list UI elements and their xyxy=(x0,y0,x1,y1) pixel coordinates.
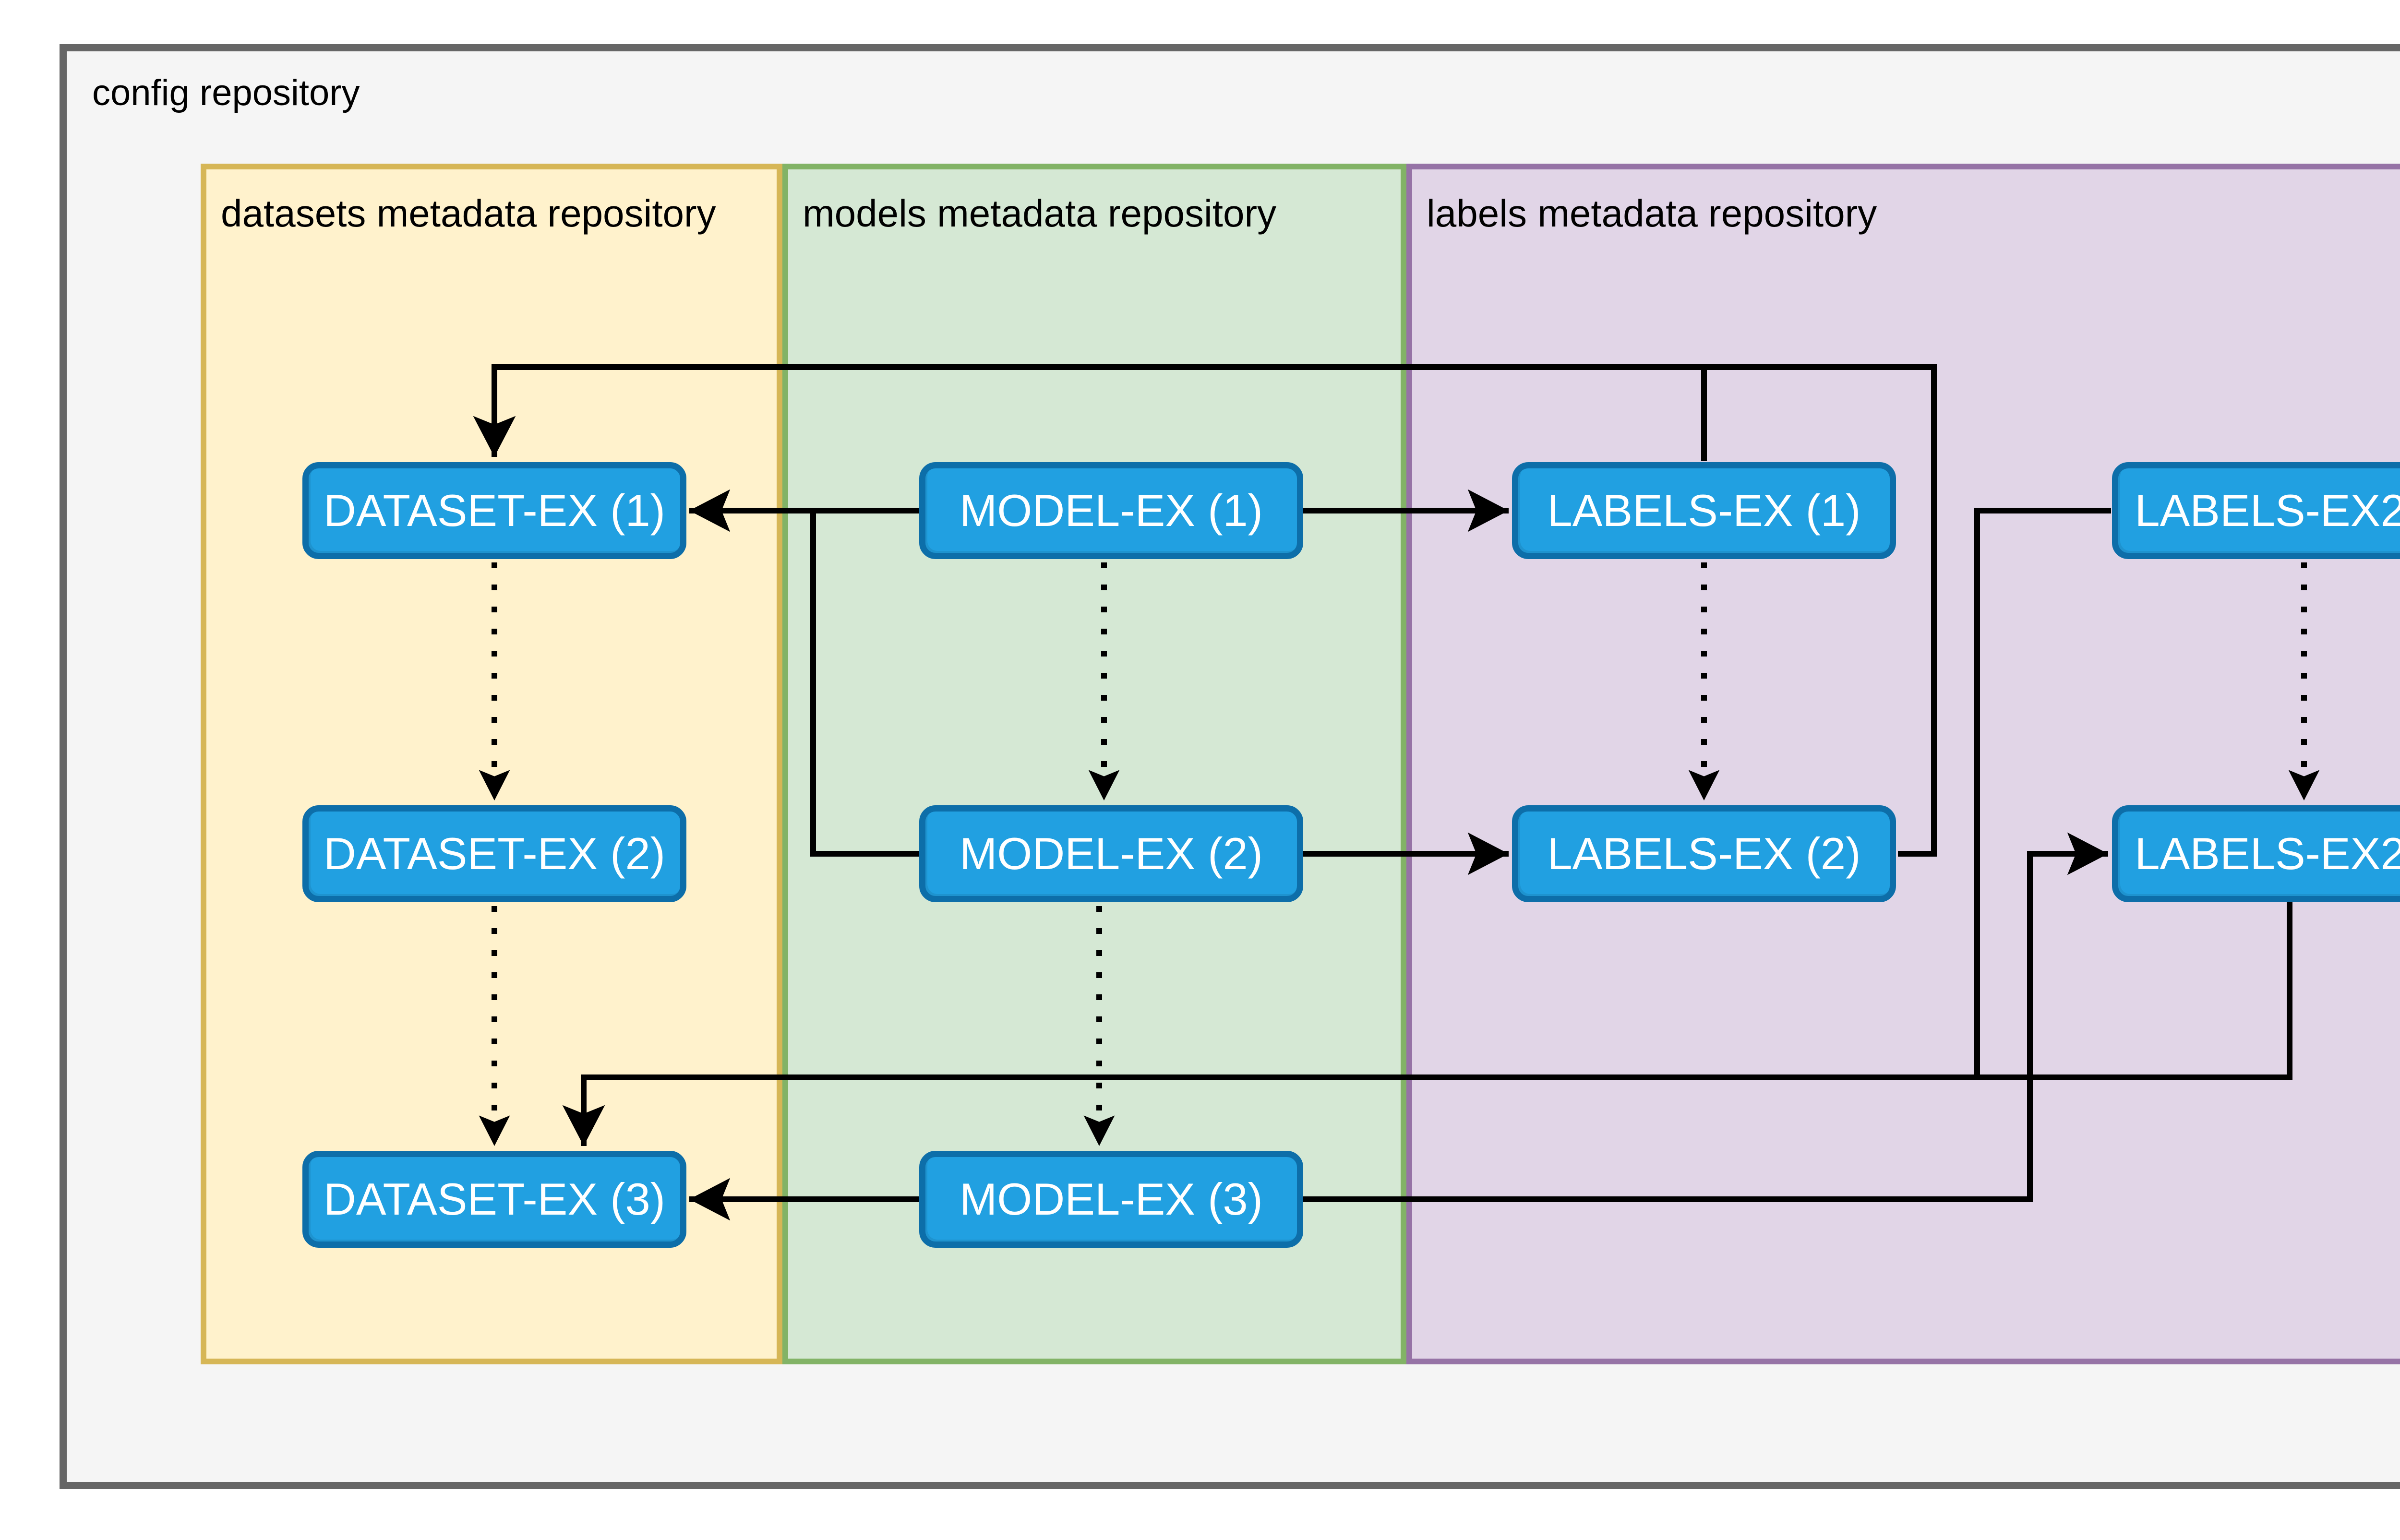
node-model-ex-3: MODEL-EX (3) xyxy=(919,1151,1303,1248)
node-dataset-ex-2-label: DATASET-EX (2) xyxy=(323,828,666,879)
panel-labels-label: labels metadata repository xyxy=(1427,192,1877,235)
edge-labels-ex-2-to-dataset-ex-1 xyxy=(473,364,1937,857)
node-labels-ex-1: LABELS-EX (1) xyxy=(1512,462,1896,559)
edge-model-ex-3-to-labels-ex2-2 xyxy=(1302,832,2108,1202)
node-dataset-ex-1: DATASET-EX (1) xyxy=(302,462,686,559)
node-labels-ex-1-label: LABELS-EX (1) xyxy=(1547,485,1861,536)
node-labels-ex2-1: LABELS-EX2 (1) xyxy=(2112,462,2400,559)
node-dataset-ex-2: DATASET-EX (2) xyxy=(302,805,686,902)
node-labels-ex-2: LABELS-EX (2) xyxy=(1512,805,1896,902)
node-labels-ex-2-label: LABELS-EX (2) xyxy=(1547,828,1861,879)
node-model-ex-2-label: MODEL-EX (2) xyxy=(960,828,1263,879)
node-model-ex-2: MODEL-EX (2) xyxy=(919,805,1303,902)
node-labels-ex2-2-label: LABELS-EX2 (2) xyxy=(2135,828,2400,879)
node-model-ex-1: MODEL-EX (1) xyxy=(919,462,1303,559)
config-repository-title: config repository xyxy=(92,72,360,113)
node-dataset-ex-1-label: DATASET-EX (1) xyxy=(323,485,666,536)
node-dataset-ex-3: DATASET-EX (3) xyxy=(302,1151,686,1248)
node-labels-ex2-2: LABELS-EX2 (2) xyxy=(2112,805,2400,902)
panel-models-label: models metadata repository xyxy=(803,192,1277,235)
panel-datasets-label: datasets metadata repository xyxy=(221,192,716,235)
node-model-ex-3-label: MODEL-EX (3) xyxy=(960,1174,1263,1224)
edge-model-ex-2-to-dataset-ex-1 xyxy=(810,511,920,857)
node-dataset-ex-3-label: DATASET-EX (3) xyxy=(323,1174,666,1224)
edge-labels-ex2-1-to-dataset-ex-3 xyxy=(1974,508,2111,1077)
panel-labels-metadata-repository: labels metadata repository xyxy=(1406,164,2400,1364)
node-model-ex-1-label: MODEL-EX (1) xyxy=(960,485,1263,536)
edge-labels-ex2-2-to-dataset-ex-3 xyxy=(562,901,2292,1146)
node-labels-ex2-1-label: LABELS-EX2 (1) xyxy=(2135,485,2400,536)
